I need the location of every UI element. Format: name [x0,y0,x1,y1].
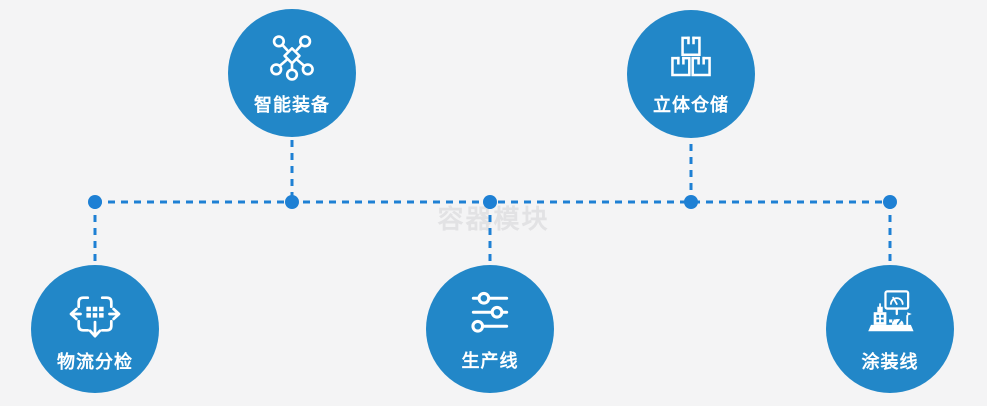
watermark-text: 容器模块 [437,204,550,234]
sliders-icon [471,291,509,333]
network-nodes-icon [270,35,314,81]
node-label: 智能装备 [254,95,330,115]
node-label: 物流分检 [57,352,133,372]
sorting-crossroads-icon [69,296,121,338]
stacked-boxes-icon [671,36,711,77]
node-label: 生产线 [461,351,519,371]
node-painting-line: 涂装线 [826,265,954,393]
node-label: 涂装线 [861,352,919,372]
node-logistics-sorting: 物流分检 [31,265,159,393]
node-production-line: 生产线 [426,265,554,393]
node-intelligent-equipment: 智能装备 [228,9,356,137]
node-label: 立体仓储 [653,95,729,115]
node-stereoscopic-warehouse: 立体仓储 [627,10,755,138]
control-station-icon [868,290,914,332]
